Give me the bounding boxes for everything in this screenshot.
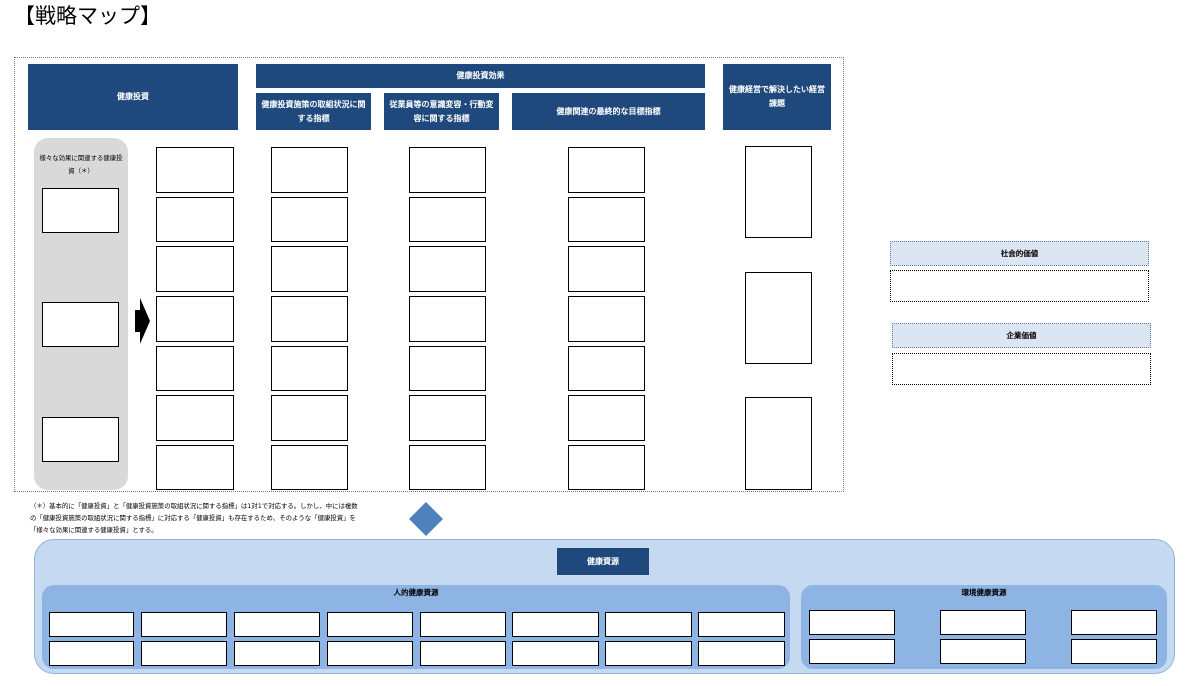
- human-resource-box[interactable]: [141, 641, 227, 666]
- arrow-right-icon-shaft: [135, 310, 141, 332]
- social-value-box[interactable]: [890, 270, 1149, 302]
- human-resource-box[interactable]: [49, 641, 134, 666]
- human-resource-box[interactable]: [605, 612, 692, 637]
- human-resource-box[interactable]: [420, 641, 506, 666]
- human-resource-box[interactable]: [234, 612, 320, 637]
- corporate-value-label: 企業価値: [892, 323, 1151, 348]
- investment-box[interactable]: [156, 395, 234, 441]
- human-resource-box[interactable]: [234, 641, 320, 666]
- initiative-indicator-box[interactable]: [271, 197, 348, 242]
- behavior-indicator-box[interactable]: [409, 395, 486, 441]
- environment-resource-box[interactable]: [809, 639, 895, 664]
- human-resource-box[interactable]: [512, 641, 599, 666]
- health-resources-title: 健康資源: [557, 548, 649, 575]
- environment-resource-box[interactable]: [940, 639, 1026, 664]
- final-goal-box[interactable]: [568, 147, 645, 193]
- initiative-indicator-box[interactable]: [271, 246, 348, 292]
- environment-resource-box[interactable]: [809, 610, 895, 635]
- multi-effect-box-3[interactable]: [42, 417, 119, 462]
- environment-resource-box[interactable]: [1071, 610, 1157, 635]
- header-effect-final-goal: 健康関連の最終的な目標指標: [512, 93, 705, 130]
- human-resource-box[interactable]: [420, 612, 506, 637]
- header-effect: 健康投資効果: [256, 64, 705, 88]
- footnote-line: （＊）基本的に「健康投資」と「健康投資施策の取組状況に関する指標」は1対1で対応…: [30, 502, 358, 510]
- initiative-indicator-box[interactable]: [271, 147, 348, 193]
- behavior-indicator-box[interactable]: [409, 147, 486, 193]
- footnote-line: の「健康投資施策の取組状況に関する指標」に対応する「健康投資」も存在するため、そ…: [30, 514, 356, 522]
- final-goal-box[interactable]: [568, 346, 645, 391]
- investment-box[interactable]: [156, 197, 234, 242]
- behavior-indicator-box[interactable]: [409, 445, 486, 490]
- investment-box[interactable]: [156, 246, 234, 292]
- header-effect-initiatives: 健康投資施策の取組状況に関する指標: [256, 93, 371, 130]
- human-resource-box[interactable]: [141, 612, 227, 637]
- behavior-indicator-box[interactable]: [409, 346, 486, 391]
- initiative-indicator-box[interactable]: [271, 296, 348, 342]
- footnote-line: 「様々な効果に関連する健康投資」とする。: [30, 526, 158, 534]
- arrow-right-icon: [140, 298, 150, 344]
- investment-box[interactable]: [156, 147, 234, 193]
- human-resource-box[interactable]: [49, 612, 134, 637]
- behavior-indicator-box[interactable]: [409, 296, 486, 342]
- human-resource-box[interactable]: [512, 612, 599, 637]
- footnote: （＊）基本的に「健康投資」と「健康投資施策の取組状況に関する指標」は1対1で対応…: [30, 500, 375, 536]
- human-resource-box[interactable]: [327, 612, 413, 637]
- human-resource-box[interactable]: [698, 641, 785, 666]
- final-goal-box[interactable]: [568, 246, 645, 292]
- strategy-map-frame: [14, 57, 844, 492]
- diamond-connector-icon: [409, 502, 443, 536]
- initiative-indicator-box[interactable]: [271, 395, 348, 441]
- multi-effect-box-1[interactable]: [42, 188, 119, 233]
- management-issue-box-1[interactable]: [745, 146, 812, 238]
- initiative-indicator-box[interactable]: [271, 346, 348, 391]
- final-goal-box[interactable]: [568, 395, 645, 441]
- environment-resources-label: 環境健康資源: [961, 588, 1007, 597]
- environment-resource-box[interactable]: [1071, 639, 1157, 664]
- behavior-indicator-box[interactable]: [409, 246, 486, 292]
- human-resource-box[interactable]: [698, 612, 785, 637]
- environment-resource-box[interactable]: [940, 610, 1026, 635]
- social-value-label: 社会的価値: [890, 241, 1149, 266]
- human-resources-label: 人的健康資源: [393, 588, 439, 597]
- management-issue-box-3[interactable]: [745, 397, 812, 490]
- multi-effect-label: 様々な効果に関連する健康投資（＊）: [39, 154, 123, 175]
- human-resource-box[interactable]: [605, 641, 692, 666]
- investment-box[interactable]: [156, 445, 234, 490]
- behavior-indicator-box[interactable]: [409, 197, 486, 242]
- human-resource-box[interactable]: [327, 641, 413, 666]
- initiative-indicator-box[interactable]: [271, 445, 348, 490]
- final-goal-box[interactable]: [568, 197, 645, 242]
- management-issue-box-2[interactable]: [745, 272, 812, 364]
- header-investment: 健康投資: [28, 64, 238, 130]
- multi-effect-box-2[interactable]: [42, 302, 119, 347]
- final-goal-box[interactable]: [568, 445, 645, 490]
- investment-box[interactable]: [156, 346, 234, 391]
- page-title: 【戦略マップ】: [14, 4, 161, 28]
- header-management-issue: 健康経営で解決したい経営課題: [723, 64, 831, 130]
- corporate-value-box[interactable]: [892, 353, 1151, 385]
- investment-box[interactable]: [156, 296, 234, 342]
- final-goal-box[interactable]: [568, 296, 645, 342]
- header-effect-behavior: 従業員等の意識変容・行動変容に関する指標: [384, 93, 499, 130]
